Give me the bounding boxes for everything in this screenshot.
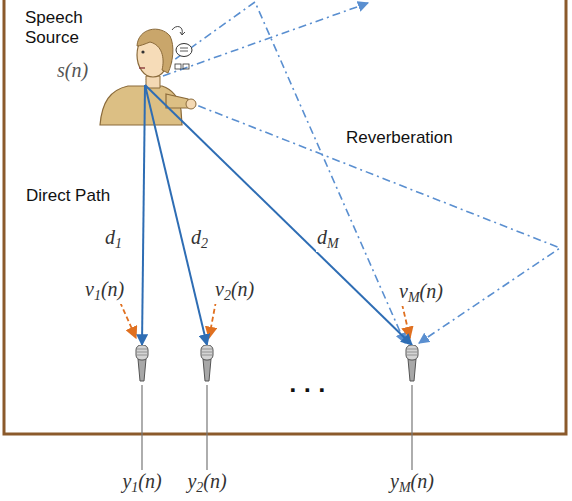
output-signal: y1(n) [122,470,161,496]
microphone-icon [382,345,442,470]
microphone: y1(n) [112,345,172,498]
microphone: y2(n) [177,345,237,498]
distance-label: d1 [104,226,123,252]
path-label: Reverberation [345,128,454,148]
noise-label: vM(n) [398,280,444,306]
ellipsis: · · · [288,378,327,402]
noise-label: v1(n) [84,278,125,304]
reverberation-path [146,2,560,343]
path-label: Direct Path [25,186,111,206]
direct-path-arrow [142,85,145,345]
distance-label: d2 [190,226,209,252]
speaker-figure [100,27,196,125]
speech-source: Speech Source s(n) [25,5,150,85]
noise-label: v2(n) [214,278,255,304]
source-signal: s(n) [25,59,150,81]
microphone-icon [177,345,237,470]
noise-arrow [120,301,410,338]
output-signal: y2(n) [187,470,226,496]
room-wall [4,0,566,434]
distance-label: dM [316,226,340,252]
direct-path-arrow [145,85,207,345]
output-signal: yM(n) [390,470,434,496]
microphone: yM(n) [382,345,442,498]
microphone-icon [112,345,172,470]
source-title: Speech Source [25,8,97,47]
direct-path-arrow [145,85,412,345]
